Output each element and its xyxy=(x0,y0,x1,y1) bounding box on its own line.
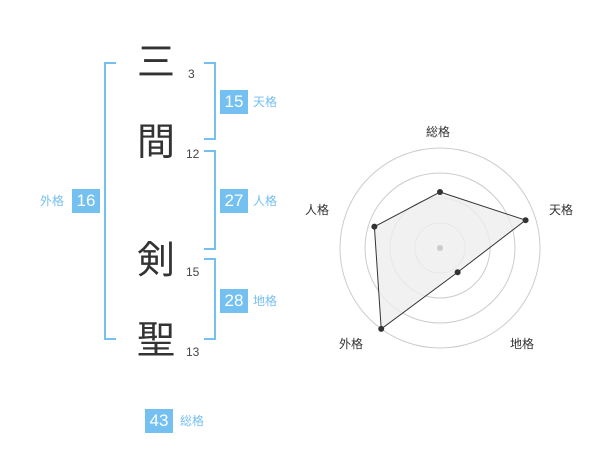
radar-axis-label-1: 総格 xyxy=(426,125,451,139)
radar-axis-label-4: 外格 xyxy=(339,337,364,351)
soukaku-label: 総格 xyxy=(180,414,205,428)
radar-point-3 xyxy=(454,269,461,276)
chikaku-badge: 28 xyxy=(220,289,248,313)
radar-axis-label-2: 天格 xyxy=(549,203,574,217)
gaikaku-label: 外格 xyxy=(40,194,65,208)
name-char-4: 聖 xyxy=(136,318,175,362)
radar-point-2 xyxy=(522,217,529,224)
jinkaku-bracket xyxy=(204,150,216,250)
gaikaku-badge: 16 xyxy=(72,189,100,213)
tenkaku-badge: 15 xyxy=(220,90,248,114)
name-char-2: 間 xyxy=(136,120,175,164)
stroke-count-1: 3 xyxy=(188,67,195,81)
radar-point-1 xyxy=(437,189,443,195)
chikaku-label: 地格 xyxy=(253,294,278,308)
radar-axis-label-3: 地格 xyxy=(510,337,535,351)
stroke-count-4: 13 xyxy=(186,345,200,359)
radar-series-polygon xyxy=(373,191,527,330)
radar-center-dot xyxy=(437,245,443,251)
name-char-1: 三 xyxy=(136,40,175,84)
tenkaku-bracket xyxy=(204,62,216,140)
radar-axis-label-5: 人格 xyxy=(305,203,330,217)
radar-point-5 xyxy=(371,223,378,230)
chikaku-bracket xyxy=(204,258,216,340)
radar-ring-3 xyxy=(364,172,516,324)
tenkaku-label: 天格 xyxy=(253,95,278,109)
jinkaku-badge: 27 xyxy=(220,189,248,213)
jinkaku-label: 人格 xyxy=(253,194,278,208)
stroke-count-2: 12 xyxy=(186,147,200,161)
stroke-count-3: 15 xyxy=(186,265,200,279)
name-char-3: 剣 xyxy=(136,238,175,282)
gaikaku-bracket xyxy=(104,62,116,340)
radar-ring-4 xyxy=(339,147,541,349)
soukaku-badge: 43 xyxy=(145,409,173,433)
radar-point-4 xyxy=(378,325,385,332)
